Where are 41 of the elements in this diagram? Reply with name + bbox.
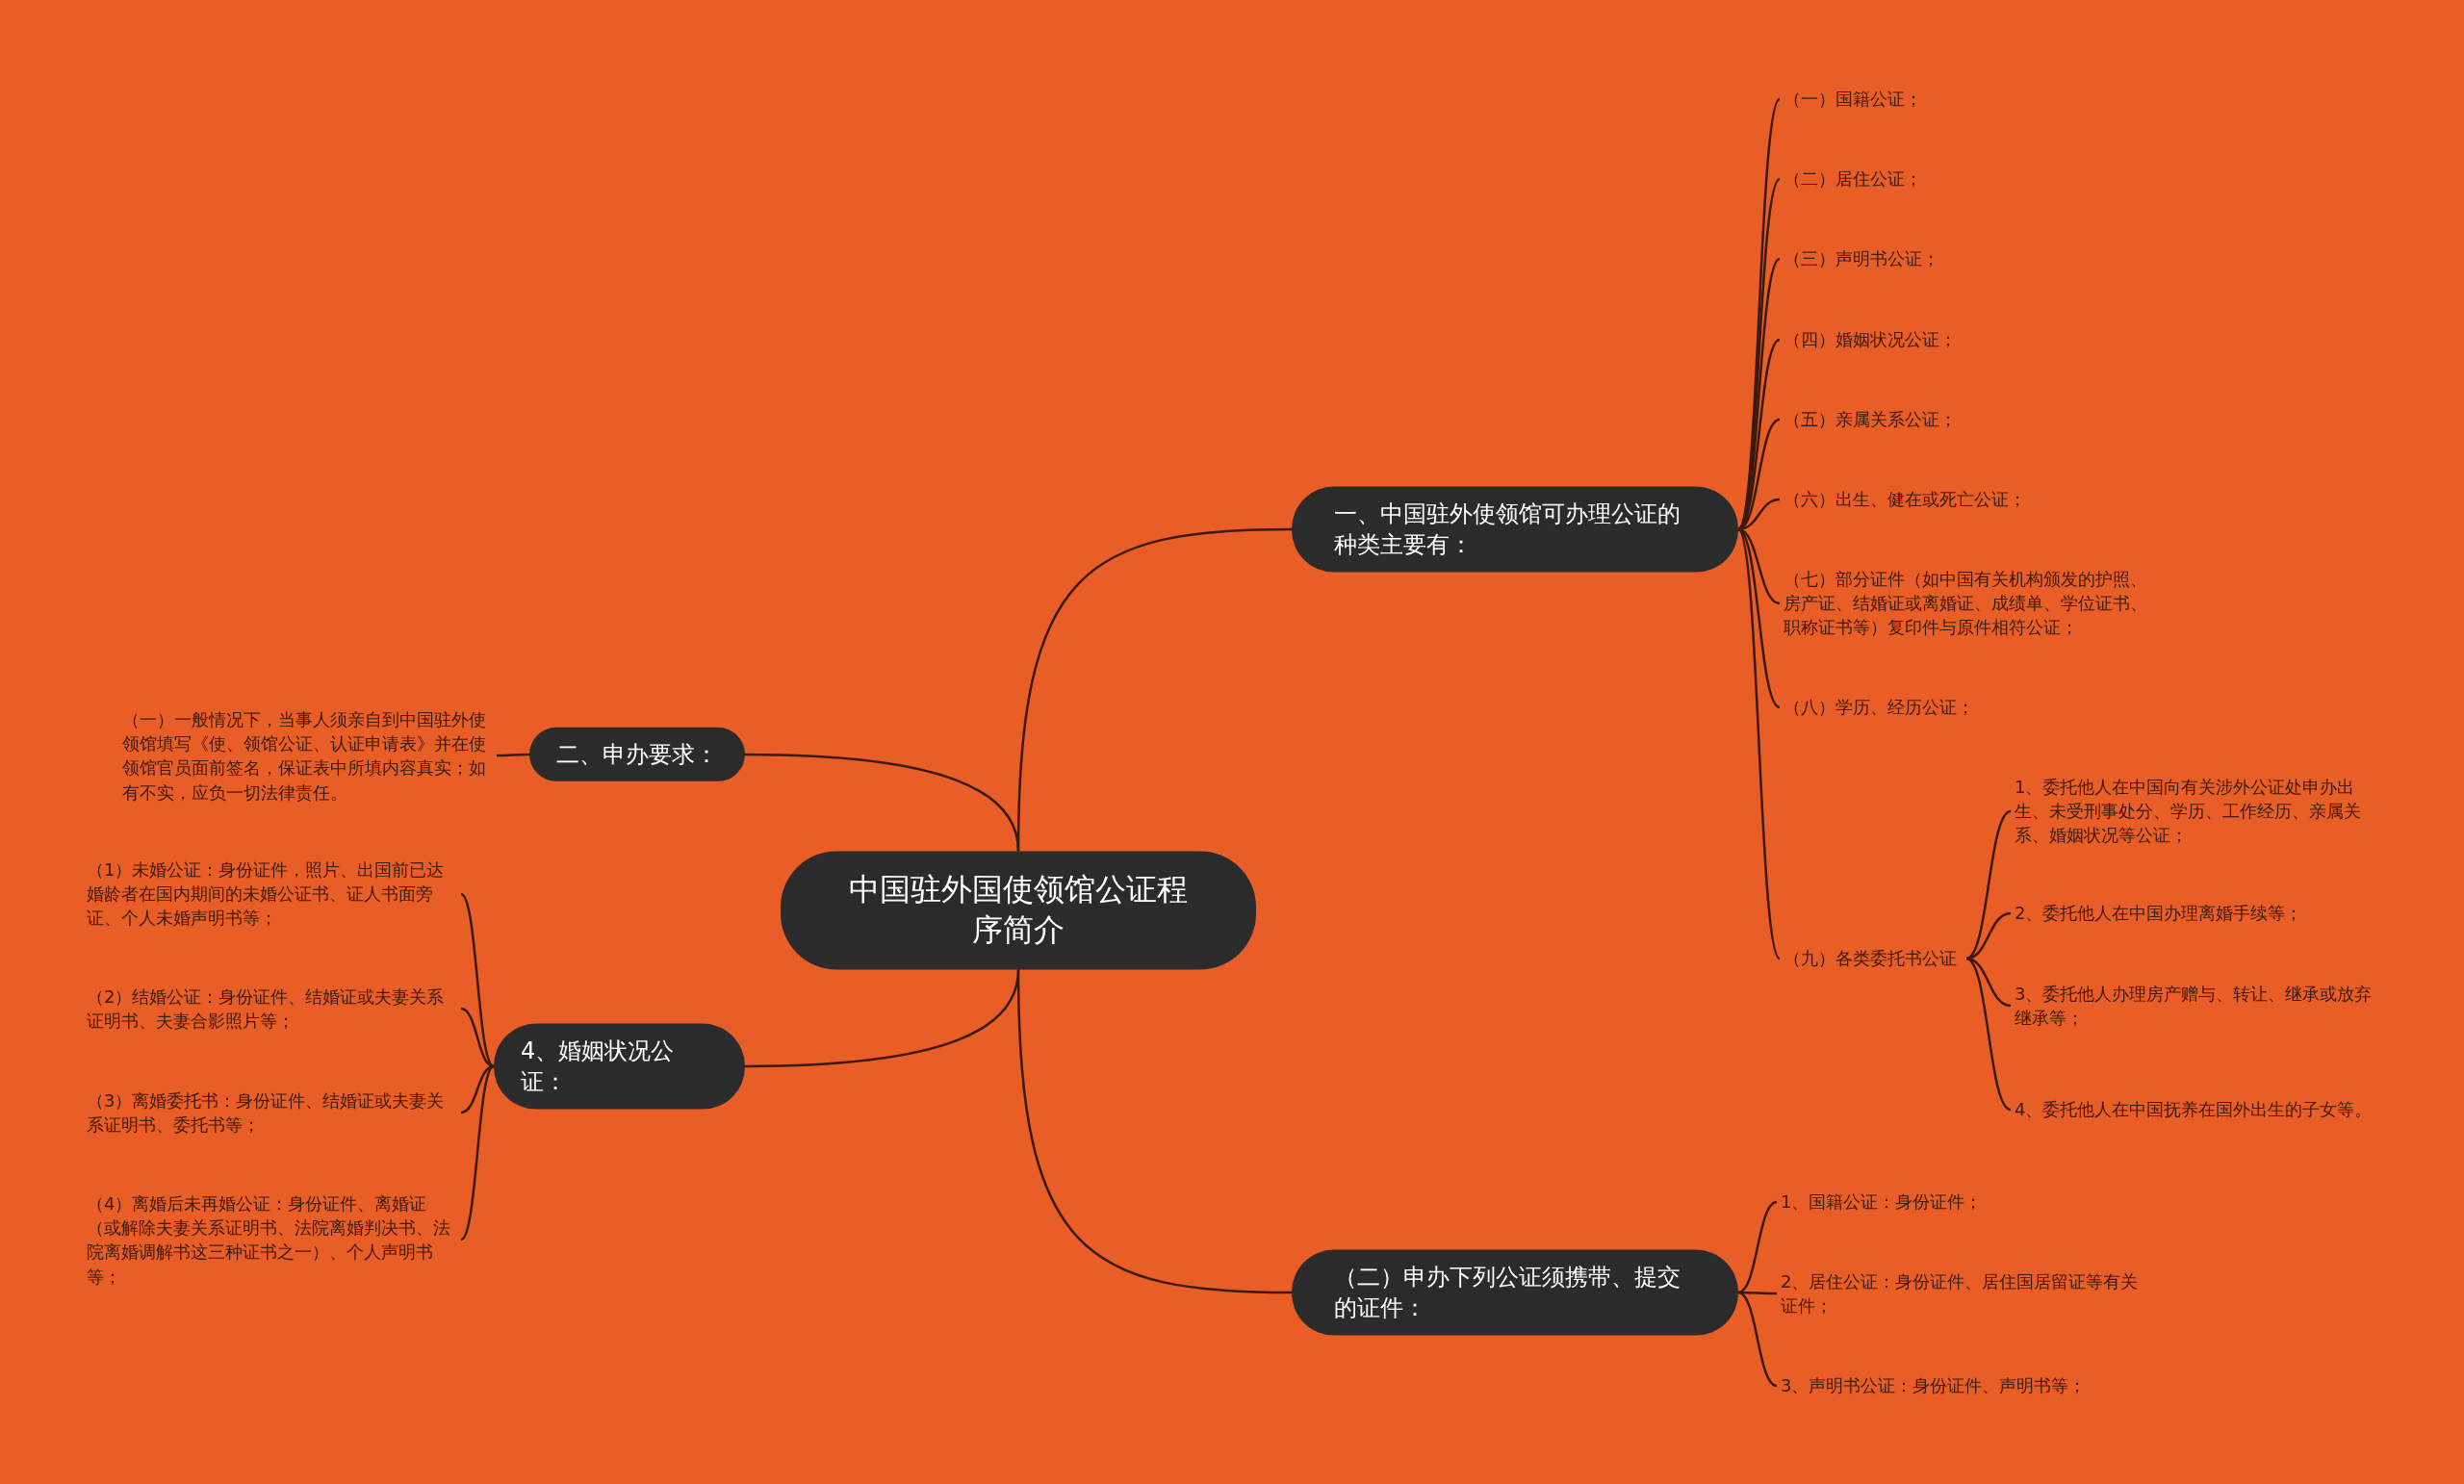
topic-text: （1）未婚公证：身份证件，照片、出国前已达婚龄者在国内期间的未婚公证书、证人书面旁证、个人未婚声明书等； — [87, 857, 457, 931]
connector — [744, 753, 1020, 852]
connector — [460, 893, 495, 1067]
branch-box: 4、婚姻状况公证： — [494, 1023, 745, 1110]
connector — [460, 1065, 495, 1241]
connector — [1965, 957, 2012, 1112]
topic-text: 1、国籍公证：身份证件； — [1781, 1190, 2069, 1215]
topic-text: 2、委托他人在中国办理离婚手续等； — [2015, 901, 2384, 926]
topic-text: （四）婚姻状况公证； — [1784, 327, 2149, 352]
connector — [744, 969, 1020, 1068]
connector — [1736, 98, 1782, 530]
branch-box: （二）申办下列公证须携带、提交的证件： — [1292, 1249, 1738, 1336]
central-topic-box: 中国驻外国使领馆公证程序简介 — [781, 851, 1256, 970]
connector — [460, 1064, 495, 1114]
topic-text: （二）居住公证； — [1784, 166, 2149, 192]
branch-box: 一、中国驻外使领馆可办理公证的种类主要有： — [1292, 486, 1738, 573]
connector — [1965, 809, 2012, 960]
connector — [460, 1007, 495, 1068]
topic-text: 2、居住公证：身份证件、居住国居留证等有关证件； — [1781, 1268, 2139, 1318]
connector — [1737, 1200, 1778, 1294]
topic-text: 4、委托他人在中国抚养在国外出生的子女等。 — [2015, 1097, 2384, 1122]
topic-text: （六）出生、健在或死亡公证； — [1784, 487, 2149, 512]
topic-text: （一）一般情况下，当事人须亲自到中国驻外使领馆填写《使、领馆公证、认证申请表》并在使领馆官员面前签名，保证表中所填内容真实；如有不实，应负一切法律责任。 — [122, 706, 493, 805]
connector — [1736, 528, 1782, 959]
topic-text: （九）各类委托书公证 — [1784, 946, 1966, 971]
topic-text: （七）部分证件（如中国有关机构颁发的护照、房产证、结婚证或离婚证、成绩单、学位证书、职称证书等）复印件与原件相符公证； — [1784, 567, 2151, 640]
topic-text: 3、委托他人办理房产赠与、转让、继承或放弃继承等； — [2015, 981, 2384, 1031]
connector — [1737, 1291, 1778, 1388]
connector — [1738, 1291, 1777, 1295]
topic-text: （五）亲属关系公证； — [1784, 407, 2149, 432]
topic-text: （4）离婚后未再婚公证：身份证件、离婚证（或解除夫妻关系证明书、法院离婚判决书、法院离婚调解书这三种证书之一）、个人声明书等； — [87, 1190, 457, 1289]
topic-text: （一）国籍公证； — [1784, 87, 2149, 112]
topic-text: （2）结婚公证：身份证件、结婚证或夫妻关系证明书、夫妻合影照片等； — [87, 984, 457, 1034]
branch-box: 二、申办要求： — [529, 727, 745, 782]
topic-text: 1、委托他人在中国向有关涉外公证处申办出生、未受刑事处分、学历、工作经历、亲属关系、婚姻状况等公证； — [2015, 775, 2384, 848]
topic-text: （3）离婚委托书：身份证件、结婚证或夫妻关系证明书、委托书等； — [87, 1087, 457, 1138]
topic-text: （八）学历、经历公证； — [1784, 695, 2149, 720]
topic-text: （三）声明书公证； — [1784, 246, 2149, 271]
connector — [497, 753, 529, 757]
connector — [1965, 911, 2012, 960]
topic-text: 3、声明书公证：身份证件、声明书等； — [1781, 1373, 2108, 1398]
